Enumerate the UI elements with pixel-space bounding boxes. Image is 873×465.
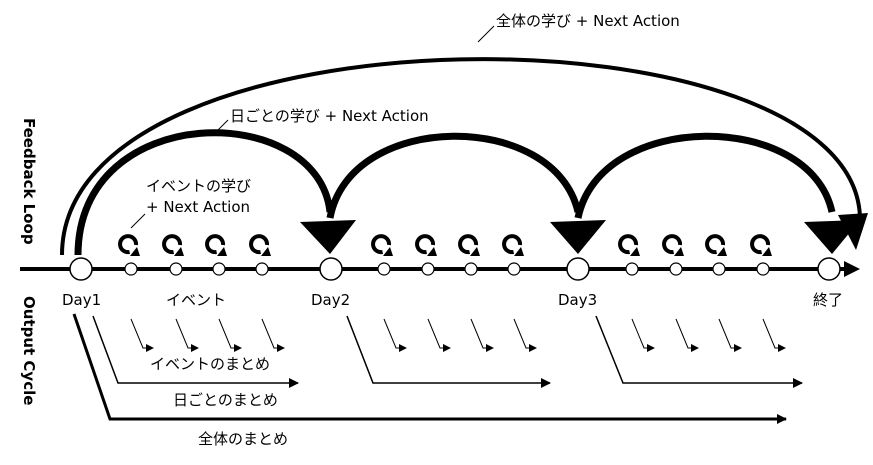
event-summary-arrow [383,318,407,352]
event-summary-arrow [631,318,655,352]
event-summary-arrow [261,318,285,352]
day3-node [566,257,590,281]
cycle-arrow-tip [217,247,227,256]
event-node [669,262,683,276]
cycle-arc [162,234,183,255]
cycle-arc [502,234,523,255]
refresh-cycle-icon [458,234,480,256]
event-node [507,262,521,276]
cycle-arrow-tip [717,247,727,256]
end-label: 終了 [813,291,843,309]
event-summary-arrow [218,318,242,352]
cycle-arrow-tip [470,247,480,256]
event-nodes-group [124,262,770,276]
cycle-arc [205,234,226,255]
event-summary-arrow [470,318,494,352]
day2-label: Day2 [311,291,350,309]
refresh-cycle-icon [750,234,772,256]
daily-arc-day2-day3 [326,132,582,219]
timeline-arrowhead [844,261,860,277]
event-summary-arrow [513,318,537,352]
overall-feedback-label: 全体の学び + Next Action [496,12,680,30]
day1-label: Day1 [62,291,101,309]
cycle-arrow-tip [674,247,684,256]
day1-node [69,257,93,281]
event-timeline-label: イベント [166,291,226,309]
refresh-cycle-icon [618,234,640,256]
cycle-arc [415,234,436,255]
daily-summary-arrow-day3 [595,315,803,388]
cycle-arc [750,234,771,255]
event-node [169,262,183,276]
cycle-arc [371,234,392,255]
daily-feedback-label: 日ごとの学び + Next Action [230,107,429,125]
cycle-arc [458,234,479,255]
cycle-arc [618,234,639,255]
event-node [124,262,138,276]
event-node [712,262,726,276]
event-node [377,262,391,276]
refresh-cycle-icon [705,234,727,256]
cycle-arc [249,234,270,255]
event-node [212,262,226,276]
daily-summary-label: 日ごとのまとめ [173,391,278,409]
cycle-arrow-tip [174,247,184,256]
event-node [255,262,269,276]
day2-node [319,257,343,281]
cycle-arc [662,234,683,255]
cycle-arrow-tip [383,247,393,256]
overall-feedback-arc [60,57,862,256]
event-node [756,262,770,276]
event-summary-arrow [427,318,451,352]
refresh-cycle-icon [415,234,437,256]
end-node [817,257,841,281]
output-cycle-side-label: Output Cycle [20,296,38,405]
event-summary-arrow [675,318,699,352]
refresh-cycle-icon [118,234,140,256]
event-summary-arrow [175,318,199,352]
overall-summary-arrow [72,313,787,424]
event-node [625,262,639,276]
cycle-arrow-tip [130,247,140,256]
day3-label: Day3 [558,291,597,309]
overall-label-pointer [477,25,495,43]
cycle-arc [705,234,726,255]
daily-arc-day3-end [574,132,836,219]
daily-summary-arrow-day1 [92,315,299,388]
daily-label-pointer [211,119,229,137]
event-summary-arrow [718,318,742,352]
event-summary-arrow [130,318,154,352]
cycle-arrow-tip [427,247,437,256]
cycle-icons-group [118,234,772,256]
daily-arrowhead-day2 [300,220,356,254]
refresh-cycle-icon [371,234,393,256]
cycle-arrow-tip [261,247,271,256]
event-summary-label: イベントのまとめ [150,355,270,373]
refresh-cycle-icon [205,234,227,256]
daily-arc-day1-day2 [74,129,334,256]
refresh-cycle-icon [162,234,184,256]
daily-arrowhead-end [804,220,860,254]
overall-summary-label: 全体のまとめ [198,430,288,448]
cycle-arrow-tip [514,247,524,256]
event-node [421,262,435,276]
feedback-loop-side-label: Feedback Loop [20,118,38,245]
event-label-pointer [130,213,146,229]
event-summary-arrows-group [130,318,786,352]
cycle-arrow-tip [630,247,640,256]
event-node [464,262,478,276]
event-feedback-label-line1: イベントの学び [146,177,251,195]
event-feedback-label-line2: + Next Action [146,198,250,216]
refresh-cycle-icon [662,234,684,256]
cycle-arrow-tip [762,247,772,256]
daily-summary-arrow-day2 [346,315,551,388]
refresh-cycle-icon [502,234,524,256]
refresh-cycle-icon [249,234,271,256]
event-summary-arrow [762,318,786,352]
daily-arrowhead-day3 [550,220,606,254]
cycle-arc [118,234,139,255]
